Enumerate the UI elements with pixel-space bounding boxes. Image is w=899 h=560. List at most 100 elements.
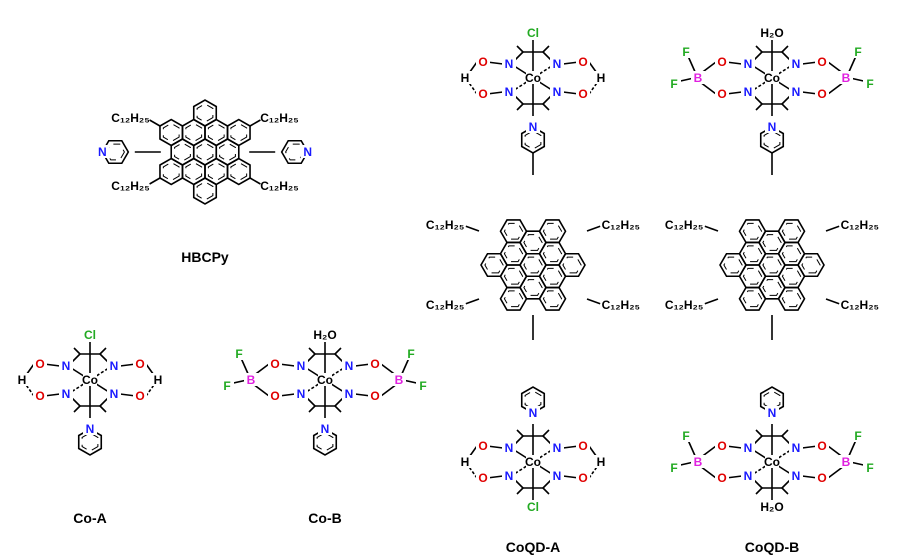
aromatic-bond <box>542 245 563 263</box>
atom-n: N <box>529 120 538 134</box>
pyridine-ring <box>312 428 338 456</box>
atom-background <box>368 357 382 370</box>
atom-co: Co <box>764 455 780 469</box>
outer-ring <box>719 252 747 278</box>
aromatic-bond <box>523 234 543 251</box>
aromatic-bond <box>207 161 225 182</box>
atom-background <box>368 389 382 402</box>
atom-co: Co <box>764 71 780 85</box>
atom-background <box>741 85 755 98</box>
atom-background <box>765 120 779 133</box>
aromatic-bond <box>503 245 524 263</box>
aromatic-bond <box>524 130 542 150</box>
atom-background <box>300 145 315 158</box>
atom-f: F <box>854 45 861 59</box>
atom-o: O <box>135 389 144 403</box>
bond <box>466 79 478 95</box>
atom-alkyl: C₁₂H₂₅ <box>426 298 464 312</box>
atom-n: N <box>505 57 514 71</box>
atom-background <box>318 373 332 386</box>
atom-n: N <box>110 359 119 373</box>
atom-b: B <box>694 455 703 469</box>
bond <box>781 487 789 495</box>
atom-o: O <box>717 55 726 69</box>
atom-alkyl: C₁₂H₂₅ <box>602 218 640 232</box>
atom-f: F <box>407 347 414 361</box>
bond <box>781 429 789 437</box>
atom-o: O <box>578 87 587 101</box>
aromatic-bond <box>81 432 99 452</box>
atom-background <box>476 55 490 68</box>
atom-n: N <box>345 387 354 401</box>
atom-background <box>741 57 755 70</box>
atom-background <box>244 373 258 386</box>
outer-ring <box>226 118 251 147</box>
atom-background <box>550 469 564 482</box>
aromatic-bond <box>219 142 236 162</box>
atom-o: O <box>35 389 44 403</box>
aromatic-bond <box>285 143 305 161</box>
atom-background <box>715 471 729 484</box>
atom-h: H <box>18 373 27 387</box>
atom-background <box>107 359 121 372</box>
aromatic-bond <box>196 103 214 123</box>
bond <box>542 487 550 495</box>
atom-background <box>458 455 472 468</box>
atom-background <box>815 87 829 100</box>
bond <box>465 225 480 232</box>
atom-o: O <box>578 439 587 453</box>
aromatic-bond <box>762 234 782 251</box>
atom-background <box>526 26 540 39</box>
bond <box>755 45 763 53</box>
bond <box>145 381 157 397</box>
bond <box>755 103 763 111</box>
atom-o: O <box>817 439 826 453</box>
atom-background <box>526 455 540 468</box>
atom-alkyl: C₁₂H₂₅ <box>260 111 298 125</box>
bond <box>825 225 840 232</box>
aromatic-bond <box>801 256 821 274</box>
atom-alkyl: C₁₂H₂₅ <box>665 218 703 232</box>
bond <box>308 405 316 413</box>
atom-n: N <box>297 387 306 401</box>
label-coqd-a: CoQD-A <box>506 539 560 555</box>
aromatic-bond <box>742 290 763 308</box>
bond <box>73 405 81 413</box>
outer-ring <box>777 286 806 311</box>
atom-f: F <box>670 77 677 91</box>
atom-background <box>476 439 490 452</box>
aromatic-bond <box>762 256 782 274</box>
atom-background <box>789 469 803 482</box>
atom-background <box>667 461 681 474</box>
bond <box>465 298 480 305</box>
atom-background <box>851 429 865 442</box>
label-co-a: Co-A <box>73 510 106 526</box>
atom-background <box>839 455 853 468</box>
atom-n: N <box>505 85 514 99</box>
bond <box>149 177 161 185</box>
aromatic-bond <box>781 245 802 263</box>
atom-n: N <box>553 57 562 71</box>
atom-background <box>576 87 590 100</box>
atom-h: H <box>461 455 470 469</box>
atom-background <box>667 77 681 90</box>
atom-b: B <box>694 71 703 85</box>
atom-background <box>576 55 590 68</box>
atom-n: N <box>62 387 71 401</box>
bond <box>755 487 763 495</box>
atom-b: B <box>247 373 256 387</box>
atom-o: O <box>35 357 44 371</box>
atom-n: N <box>505 441 514 455</box>
bond <box>516 487 524 495</box>
bond <box>542 45 550 53</box>
aromatic-bond <box>762 279 782 296</box>
aromatic-bond <box>484 256 504 274</box>
bond <box>99 347 107 355</box>
aromatic-bond <box>781 290 802 308</box>
aromatic-bond <box>503 290 524 308</box>
atom-h: H <box>597 71 606 85</box>
bond <box>588 463 600 479</box>
atom-alkyl: C₁₂H₂₅ <box>426 218 464 232</box>
